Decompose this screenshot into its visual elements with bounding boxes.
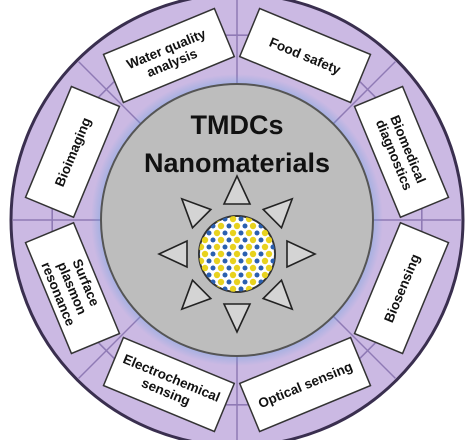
lattice-atom — [265, 236, 273, 244]
lattice-atom — [258, 251, 264, 257]
sun-triangle — [180, 197, 213, 230]
lattice-atom — [249, 250, 257, 258]
lattice-atom — [222, 272, 228, 278]
sun-triangle — [222, 303, 252, 334]
sun-triangle — [222, 174, 252, 205]
lattice-atom — [226, 265, 232, 271]
panel-bioimaging — [24, 85, 121, 219]
lattice-atom — [238, 286, 244, 292]
lattice-atom — [213, 257, 221, 265]
panel-surface-plasmon-resonance — [24, 221, 121, 355]
lattice-atom — [206, 244, 212, 250]
lattice-atom — [201, 250, 209, 258]
sun-triangles — [157, 174, 317, 334]
panel-biomedical-diagnostics — [353, 85, 450, 219]
lattice-atom — [238, 244, 244, 250]
lattice-atom — [206, 230, 212, 236]
lattice-atom — [238, 272, 244, 278]
lattice-atom — [206, 272, 212, 278]
lattice-atom — [245, 257, 253, 265]
lattice-atom — [242, 265, 248, 271]
lattice-atom — [254, 244, 260, 250]
lattice-atom — [242, 223, 248, 229]
lattice-atom — [238, 216, 244, 222]
lattice-atom — [217, 222, 225, 230]
panel-electrochemical-sensing — [102, 336, 236, 433]
lattice-atom — [242, 251, 248, 257]
lattice-atom — [242, 279, 248, 285]
lattice-atom — [254, 230, 260, 236]
lattice-atom — [201, 236, 209, 244]
lattice-atom — [254, 272, 260, 278]
lattice-atom — [229, 257, 237, 265]
lattice-atom — [258, 237, 264, 243]
lattice-atom — [213, 271, 221, 279]
application-panels — [24, 7, 450, 433]
lattice-atom — [226, 237, 232, 243]
lattice-atom — [213, 229, 221, 237]
lattice-atom — [222, 244, 228, 250]
lattice-atom — [217, 250, 225, 258]
sun-triangle — [180, 278, 213, 311]
lattice-atom — [229, 229, 237, 237]
lattice-atom — [229, 271, 237, 279]
lattice-atom — [201, 264, 209, 272]
lattice-atom — [233, 278, 241, 286]
lattice-atom — [249, 222, 257, 230]
lattice-atom — [265, 264, 273, 272]
lattice-atom — [242, 237, 248, 243]
lattice-atom — [261, 257, 269, 265]
lattice-atom — [229, 216, 237, 223]
lattice-atom — [245, 243, 253, 251]
lattice-atom — [229, 243, 237, 251]
lattice-atom — [233, 236, 241, 244]
lattice-atom — [226, 223, 232, 229]
title-line-1: TMDCs — [191, 110, 284, 140]
panel-water-quality-analysis — [102, 7, 236, 104]
lattice-atom — [217, 264, 225, 272]
lattice-atom — [238, 258, 244, 264]
lattice-atom — [265, 250, 273, 258]
lattice-atom — [261, 229, 269, 237]
sun-triangle — [286, 239, 317, 269]
lattice-atom — [210, 237, 216, 243]
lattice-atom — [222, 258, 228, 264]
lattice-atom — [217, 278, 225, 286]
lattice-atom — [254, 258, 260, 264]
lattice-atom — [226, 279, 232, 285]
lattice-atom — [249, 278, 257, 286]
lattice-atom — [238, 230, 244, 236]
lattice-atom — [222, 230, 228, 236]
sun-triangle — [261, 278, 294, 311]
lattice-atom — [245, 271, 253, 279]
lattice-atom — [213, 243, 221, 251]
sun-triangle — [157, 239, 188, 269]
lattice-atom — [261, 271, 269, 279]
lattice-atom — [249, 236, 257, 244]
panel-biosensing — [353, 221, 450, 355]
sun-triangle — [261, 197, 294, 230]
lattice-atom — [217, 236, 225, 244]
lattice-atom — [226, 251, 232, 257]
lattice-atom — [229, 285, 237, 292]
lattice-atom — [233, 250, 241, 258]
lattice-atom — [249, 264, 257, 272]
lattice-atom — [233, 264, 241, 272]
lattice-atom — [245, 229, 253, 237]
lattice-atom — [258, 265, 264, 271]
lattice-atom — [210, 251, 216, 257]
panel-food-safety — [238, 7, 372, 104]
lattice-atom — [206, 258, 212, 264]
panel-optical-sensing — [238, 336, 372, 433]
lattice-atom — [233, 222, 241, 230]
lattice-atom — [210, 265, 216, 271]
title-line-2: Nanomaterials — [144, 148, 330, 178]
lattice-atom — [261, 243, 269, 251]
